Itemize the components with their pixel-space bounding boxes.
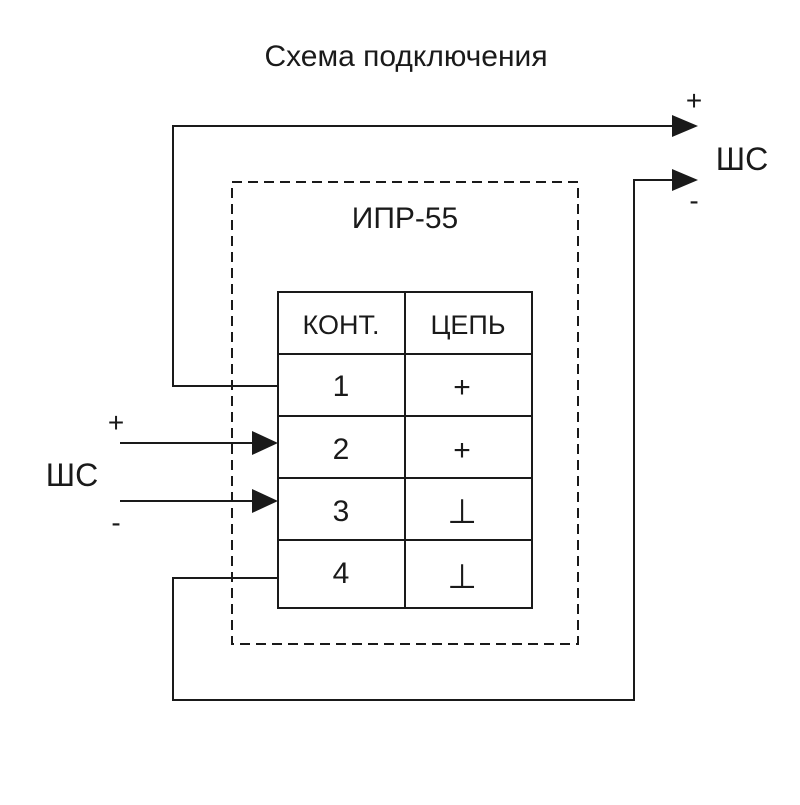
circuit-polarity: + — [453, 434, 471, 467]
loop-out-label: ШС — [716, 141, 768, 177]
table-header-circuit: ЦЕПЬ — [430, 310, 505, 340]
wire-contact-1-out — [172, 125, 672, 387]
loop-out-minus-label: - — [689, 185, 698, 216]
table-cell — [404, 539, 533, 609]
ground-symbol: ⊥ — [447, 493, 477, 531]
ground-symbol: ⊥ — [447, 558, 477, 596]
table-header-cell-circuit — [404, 291, 533, 355]
wire-contact-4-out — [172, 179, 672, 701]
contact-table: КОНТ. ЦЕПЬ 1 + 2 + 3 ⊥ 4 ⊥ — [277, 291, 533, 609]
loop-in-plus-label: + — [108, 407, 124, 438]
arrow-in-plus — [252, 431, 278, 455]
table-cell — [277, 539, 406, 609]
loop-out-plus-label: + — [686, 85, 702, 116]
device-name: ИПР-55 — [352, 202, 459, 235]
circuit-polarity: + — [453, 371, 471, 404]
loop-in-label: ШС — [46, 457, 98, 493]
arrow-out-minus — [672, 169, 698, 191]
contact-number: 4 — [333, 557, 350, 590]
contact-number: 3 — [333, 495, 350, 528]
arrow-out-plus — [672, 115, 698, 137]
table-header-contact: КОНТ. — [303, 310, 380, 340]
device-enclosure — [231, 181, 579, 645]
table-cell — [404, 477, 533, 541]
diagram-title: Схема подключения — [264, 40, 547, 73]
contact-number: 1 — [333, 370, 350, 403]
contact-number: 2 — [333, 433, 350, 466]
table-cell — [404, 415, 533, 479]
loop-in-minus-label: - — [111, 507, 120, 538]
arrow-in-minus — [252, 489, 278, 513]
